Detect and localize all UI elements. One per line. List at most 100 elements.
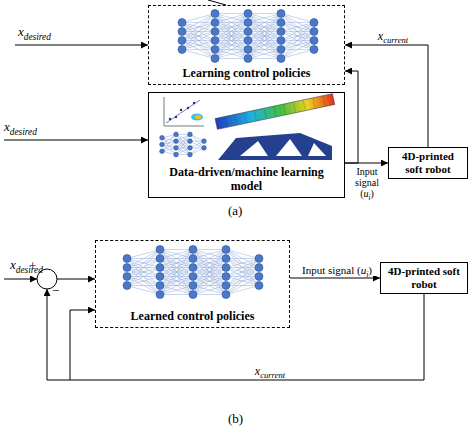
net-neuron: [178, 46, 186, 54]
net-link: [193, 277, 226, 295]
net-neuron: [189, 264, 197, 272]
net-link: [281, 32, 314, 59]
net-neuron: [156, 264, 164, 272]
net-link: [215, 14, 248, 41]
net-link: [127, 277, 160, 295]
net-neuron: [178, 28, 186, 36]
net-neuron: [178, 19, 186, 27]
net-link: [182, 14, 215, 50]
beam-simulation: [215, 94, 335, 130]
net-link: [160, 250, 193, 286]
net-link: [248, 14, 281, 32]
net-link: [182, 41, 215, 50]
net-link: [281, 23, 314, 32]
net-neuron: [156, 291, 164, 299]
net-link: [193, 250, 226, 286]
robot-box: 4D-printed soft robot: [388, 147, 468, 179]
net-link: [215, 13, 248, 14]
net-link: [215, 14, 248, 50]
net-neuron: [244, 37, 252, 45]
net-link: [226, 268, 259, 295]
net-link: [127, 277, 160, 286]
net-link: [127, 259, 160, 286]
net-link: [215, 14, 248, 59]
net-link: [226, 259, 259, 286]
box-label: Learned control policies: [131, 310, 255, 324]
net-neuron: [174, 139, 179, 144]
net-neuron: [222, 291, 230, 299]
net-neuron: [211, 55, 219, 63]
net-link: [215, 58, 248, 59]
net-link: [160, 250, 193, 295]
net-link: [281, 14, 314, 50]
policy-box: Learned control policies: [95, 240, 290, 328]
net-link: [215, 14, 248, 41]
net-link: [248, 58, 281, 59]
net-neuron: [277, 28, 285, 36]
net-neuron: [211, 37, 219, 45]
net-link: [281, 14, 314, 41]
net-link: [127, 286, 160, 295]
net-link: [215, 14, 248, 50]
net-link: [160, 277, 193, 295]
signal-name: xdesired: [18, 25, 51, 39]
net-link: [281, 41, 314, 59]
net-link: [215, 14, 248, 23]
net-link: [215, 14, 248, 32]
net-neuron: [189, 273, 197, 281]
net-link: [182, 14, 215, 41]
net-link: [248, 32, 281, 59]
net-link: [248, 14, 281, 59]
net-neuron: [156, 246, 164, 254]
net-link: [182, 41, 215, 50]
net-link: [160, 250, 193, 259]
signal-arrow: [70, 294, 424, 380]
net-neuron: [174, 152, 179, 157]
net-link: [193, 268, 226, 295]
net-link: [215, 23, 248, 59]
net-neuron: [255, 255, 263, 263]
net-link: [281, 23, 314, 41]
net-link: [226, 259, 259, 268]
net-neuron: [156, 273, 164, 281]
net-link: [248, 50, 281, 59]
net-link: [127, 277, 160, 286]
net-link: [127, 250, 160, 259]
net-link: [248, 32, 281, 59]
net-link: [281, 23, 314, 32]
net-neuron: [222, 273, 230, 281]
net-neuron: [211, 46, 219, 54]
net-neuron: [188, 146, 193, 151]
net-link: [182, 23, 215, 59]
net-neuron: [222, 246, 230, 254]
net-neuron: [244, 55, 252, 63]
net-neuron: [310, 28, 318, 36]
net-neuron: [222, 282, 230, 290]
net-link: [182, 49, 215, 50]
net-neuron: [277, 46, 285, 54]
net-link: [226, 250, 259, 259]
signal-arrow: [345, 71, 358, 163]
net-link: [160, 259, 193, 295]
net-neuron: [244, 10, 252, 18]
net-neuron: [244, 19, 252, 27]
net-link: [182, 23, 215, 50]
net-neuron: [178, 37, 186, 45]
net-link: [226, 250, 259, 277]
net-link: [193, 286, 226, 295]
net-neuron: [277, 19, 285, 27]
net-link: [193, 250, 226, 295]
net-link: [160, 268, 193, 295]
net-neuron: [211, 10, 219, 18]
net-link: [248, 14, 281, 41]
box-label: Data-driven/machine learning model: [155, 166, 338, 194]
net-link: [248, 14, 281, 50]
net-neuron: [255, 282, 263, 290]
net-neuron: [277, 10, 285, 18]
net-neuron: [222, 264, 230, 272]
net-link: [160, 286, 193, 295]
net-link: [160, 268, 193, 295]
net-link: [193, 250, 226, 268]
net-neuron: [160, 149, 165, 154]
net-link: [193, 250, 226, 295]
